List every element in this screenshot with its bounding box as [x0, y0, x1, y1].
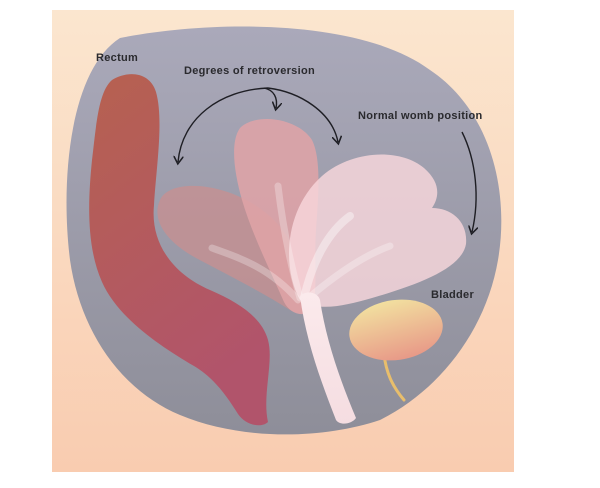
cervix-canal — [300, 292, 356, 424]
label-normal-womb-position: Normal womb position — [358, 110, 483, 122]
uterus-position-normal — [289, 154, 467, 307]
uterine-cavity-back — [208, 244, 302, 304]
rectum — [89, 74, 270, 426]
uterine-cavity-mid — [274, 182, 304, 302]
retroversion-arrow-right — [267, 87, 338, 142]
bladder — [349, 299, 443, 361]
label-rectum: Rectum — [96, 52, 138, 64]
retroversion-arrow-middle — [263, 87, 277, 108]
label-degrees-of-retroversion: Degrees of retroversion — [184, 65, 315, 77]
normal-position-arrow — [461, 131, 476, 232]
retroversion-arrow-left — [178, 87, 269, 162]
uterine-cavity-normal-1 — [300, 212, 354, 302]
uterus-position-retroverted-back — [157, 185, 311, 313]
label-bladder: Bladder — [431, 289, 474, 301]
uterine-cavity-normal-2 — [302, 242, 394, 304]
